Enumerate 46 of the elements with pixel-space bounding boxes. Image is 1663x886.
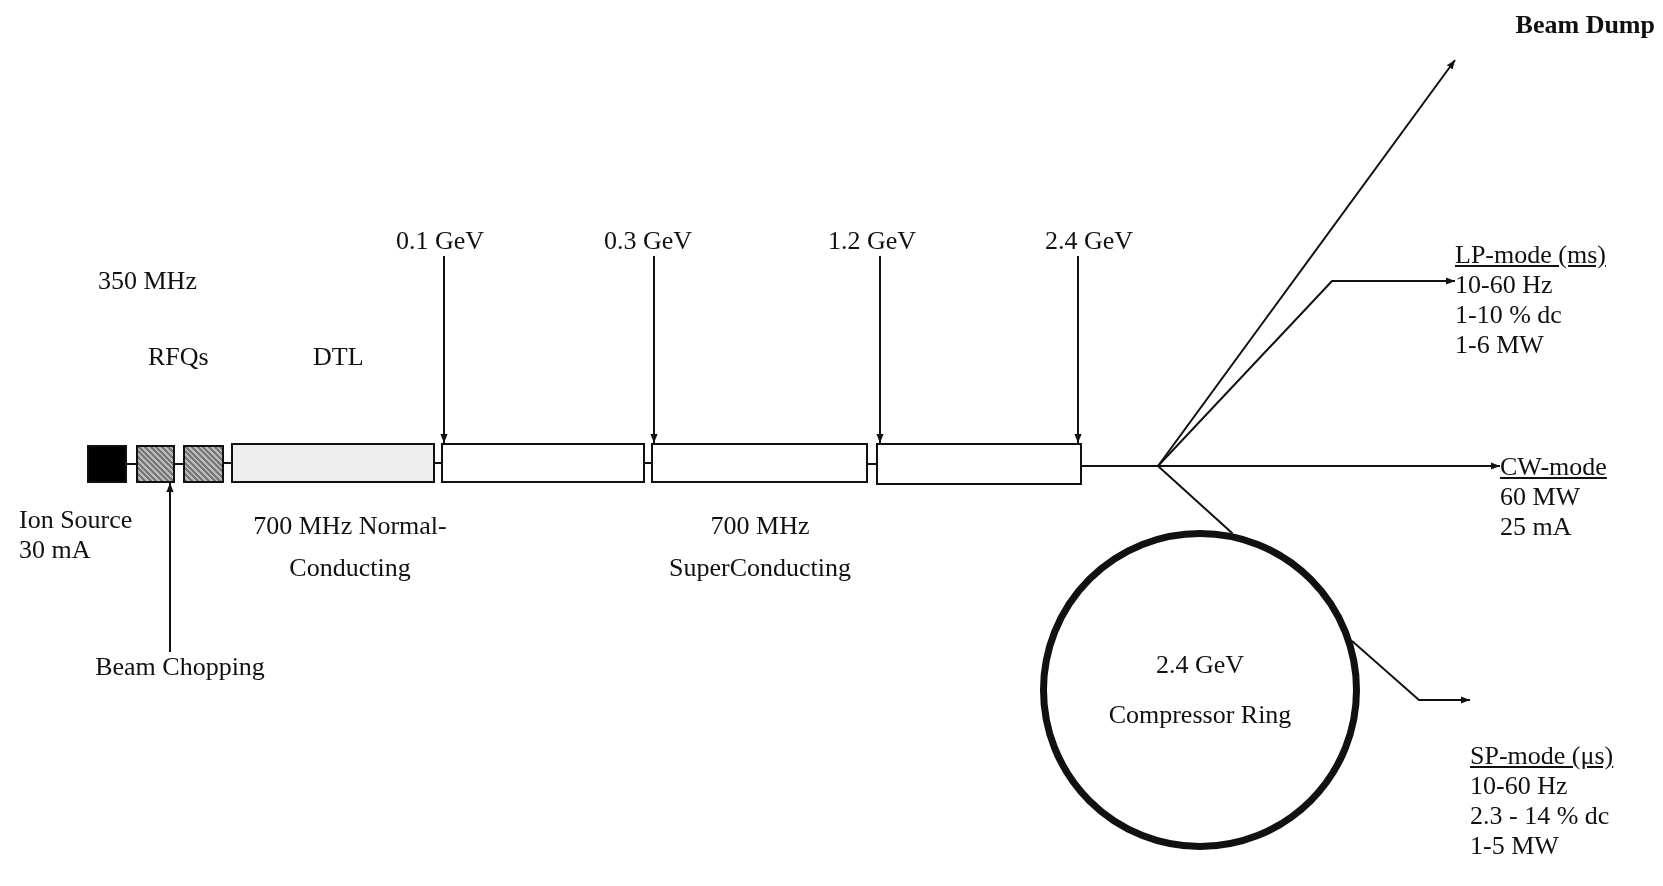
section-label: DTL (313, 342, 364, 372)
mode-heading: SP-mode (μs) (1470, 741, 1615, 771)
arrow (650, 255, 658, 444)
frequency-label: 350 MHz (98, 266, 197, 296)
mode-spec: 10-60 Hz (1470, 771, 1569, 801)
energy-label: 0.1 GeV (395, 226, 485, 256)
ring-label: Compressor Ring (1108, 700, 1292, 730)
beam-line (644, 462, 652, 464)
node-caption: Ion Source 30 mA (19, 505, 134, 565)
section-label: RFQs (148, 342, 209, 372)
energy-label: 0.3 GeV (603, 226, 693, 256)
compressor-ring (1040, 530, 1360, 850)
ring-label: 2.4 GeV (1155, 650, 1245, 680)
beam-line (174, 463, 184, 465)
mode-spec: 25 mA (1500, 512, 1573, 542)
energy-label: 2.4 GeV (1044, 226, 1134, 256)
rfq-block (136, 445, 175, 483)
linac-section-block (441, 443, 645, 483)
rfq-block (183, 445, 224, 483)
linac-section-block (651, 443, 868, 483)
arrow (440, 255, 448, 444)
arrow (1350, 639, 1471, 704)
beam-line (223, 462, 232, 464)
beam-line (434, 462, 442, 464)
arrow (166, 482, 174, 653)
mode-spec: 1-10 % dc (1455, 300, 1563, 330)
mode-spec: 2.3 - 14 % dc (1470, 801, 1611, 831)
mode-spec: 60 MW (1500, 482, 1582, 512)
linac-section-block (876, 443, 1082, 485)
dtl-block (231, 443, 435, 483)
mode-spec: 10-60 Hz (1455, 270, 1554, 300)
arrow (1074, 255, 1082, 444)
mode-spec: 1-6 MW (1455, 330, 1545, 360)
section-label: 700 MHz SuperConducting (668, 510, 852, 584)
beam-line (126, 463, 137, 465)
section-label: 700 MHz Normal-Conducting (252, 510, 448, 584)
beam-dump-label: Beam Dump (1455, 10, 1655, 60)
beam-chopping-label: Beam Chopping (60, 652, 300, 684)
beam-line (867, 463, 877, 465)
mode-spec: 1-5 MW (1470, 831, 1560, 861)
mode-heading: LP-mode (ms) (1455, 240, 1607, 270)
arrow (876, 255, 884, 444)
beam-line (1081, 465, 1233, 535)
ion-source-block (87, 445, 127, 483)
energy-label: 1.2 GeV (827, 226, 917, 256)
mode-heading: CW-mode (1500, 452, 1608, 482)
